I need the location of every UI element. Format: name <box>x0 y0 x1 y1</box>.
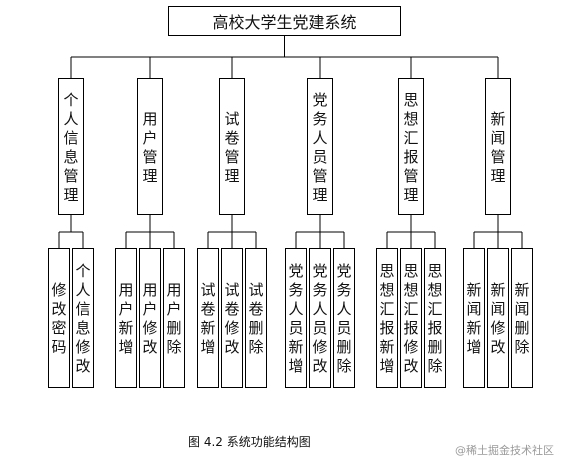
function-node: 思想汇报删除 <box>424 248 446 388</box>
function-label: 新闻新增 <box>466 281 482 356</box>
module-label: 党务人员管理 <box>312 90 328 204</box>
function-label: 新闻修改 <box>490 281 506 356</box>
function-label: 修改密码 <box>51 281 67 356</box>
module-label: 用户管理 <box>142 109 158 185</box>
function-node: 试卷删除 <box>245 248 267 388</box>
module-node: 党务人员管理 <box>307 78 333 215</box>
function-label: 党务人员删除 <box>336 262 352 375</box>
module-label: 个人信息管理 <box>63 90 79 204</box>
function-node: 新闻修改 <box>487 248 509 388</box>
function-label: 试卷新增 <box>200 281 216 356</box>
function-node: 党务人员删除 <box>333 248 355 388</box>
function-node: 思想汇报新增 <box>376 248 398 388</box>
function-label: 思想汇报新增 <box>379 262 395 375</box>
module-label: 思想汇报管理 <box>403 90 419 204</box>
module-node: 新闻管理 <box>485 78 511 215</box>
module-node: 用户管理 <box>137 78 163 215</box>
function-label: 思想汇报删除 <box>427 262 443 375</box>
root-node: 高校大学生党建系统 <box>168 6 401 36</box>
function-node: 新闻新增 <box>463 248 485 388</box>
watermark: @稀土掘金技术社区 <box>455 444 554 457</box>
function-label: 党务人员修改 <box>312 262 328 375</box>
function-node: 用户删除 <box>163 248 185 388</box>
figure-caption: 图 4.2 系统功能结构图 <box>188 435 311 449</box>
root-title: 高校大学生党建系统 <box>212 13 357 32</box>
function-node: 党务人员修改 <box>309 248 331 388</box>
function-label: 新闻删除 <box>514 281 530 356</box>
function-node: 党务人员新增 <box>285 248 307 388</box>
function-node: 新闻删除 <box>511 248 533 388</box>
function-label: 思想汇报修改 <box>403 262 419 375</box>
function-node: 修改密码 <box>48 248 70 388</box>
function-node: 个人信息修改 <box>72 248 94 388</box>
function-node: 用户新增 <box>115 248 137 388</box>
function-node: 试卷新增 <box>197 248 219 388</box>
function-node: 用户修改 <box>139 248 161 388</box>
function-label: 用户删除 <box>166 281 182 356</box>
function-label: 个人信息修改 <box>75 262 91 375</box>
function-node: 试卷修改 <box>221 248 243 388</box>
module-label: 试卷管理 <box>224 109 240 185</box>
function-label: 用户修改 <box>142 281 158 356</box>
module-node: 个人信息管理 <box>58 78 84 215</box>
module-node: 试卷管理 <box>219 78 245 215</box>
function-label: 用户新增 <box>118 281 134 356</box>
function-label: 试卷修改 <box>224 281 240 356</box>
function-node: 思想汇报修改 <box>400 248 422 388</box>
function-label: 试卷删除 <box>248 281 264 356</box>
module-node: 思想汇报管理 <box>398 78 424 215</box>
module-label: 新闻管理 <box>490 109 506 185</box>
function-label: 党务人员新增 <box>288 262 304 375</box>
